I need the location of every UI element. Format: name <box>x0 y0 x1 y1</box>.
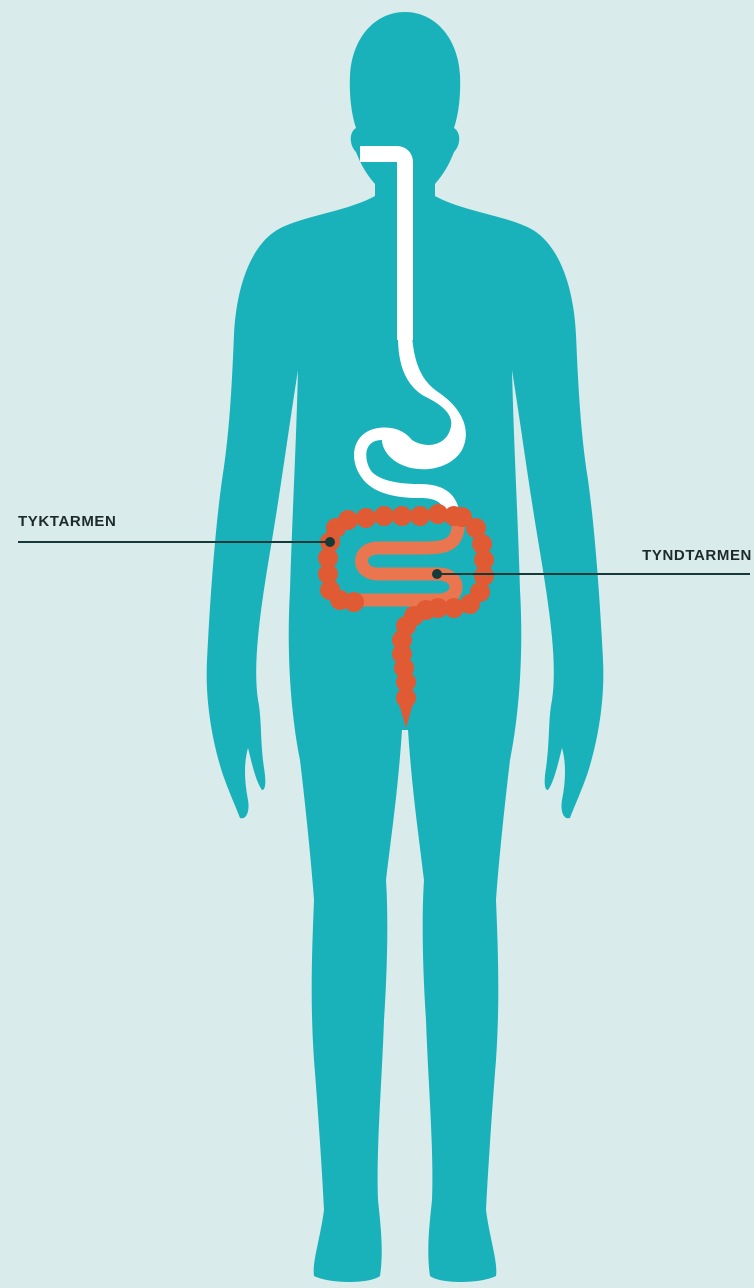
label-tyndtarmen: TYNDTARMEN <box>642 547 752 564</box>
colon-segment <box>410 506 430 526</box>
label-tyktarmen: TYKTARMEN <box>18 513 116 530</box>
leader-dot-tyktarmen <box>325 537 335 547</box>
colon-segment <box>356 508 376 528</box>
colon-segment <box>428 504 448 524</box>
colon-segment <box>392 506 412 526</box>
colon-segment <box>344 592 364 612</box>
leader-dot-tyndtarmen <box>432 569 442 579</box>
colon-segment <box>374 506 394 526</box>
